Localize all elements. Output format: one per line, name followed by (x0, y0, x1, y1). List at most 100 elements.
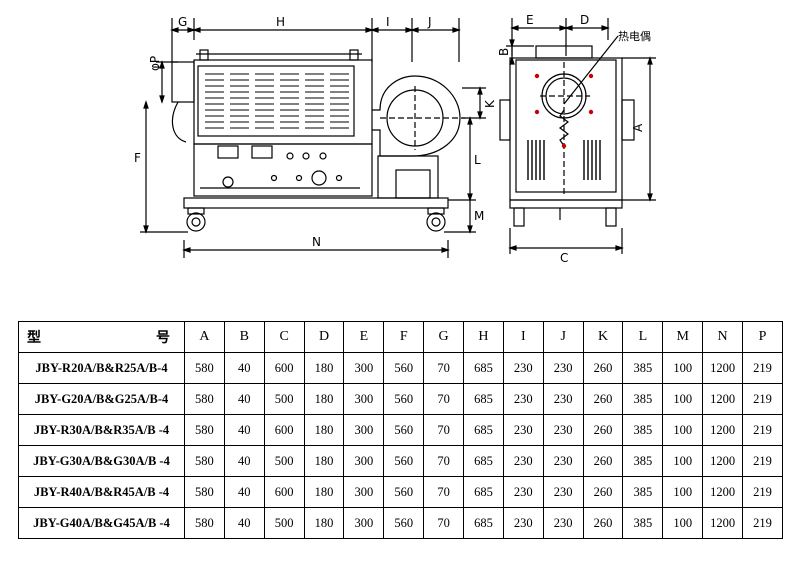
header-cell: E (343, 321, 385, 353)
value-cell-i: 230 (502, 507, 544, 539)
dim-label-b: B (497, 48, 511, 56)
dim-label-a: A (631, 123, 645, 132)
value-cell-n: 1200 (702, 507, 744, 539)
value-cell-j: 230 (542, 445, 584, 477)
value-cell-c: 500 (263, 445, 305, 477)
value-cell-p: 219 (742, 507, 783, 539)
header-cell: L (622, 321, 664, 353)
value-cell-b: 40 (223, 507, 265, 539)
value-cell-m: 100 (662, 414, 704, 446)
value-cell-d: 180 (303, 352, 345, 384)
value-cell-a: 580 (184, 507, 225, 539)
value-cell-l: 385 (622, 352, 664, 384)
value-cell-m: 100 (662, 383, 704, 415)
value-cell-b: 40 (223, 414, 265, 446)
header-cell: K (582, 321, 624, 353)
header-cell: H (463, 321, 504, 353)
dim-label-f: F (134, 151, 141, 165)
value-cell-h: 685 (463, 414, 504, 446)
value-cell-g: 70 (423, 507, 465, 539)
value-cell-c: 600 (263, 476, 305, 508)
dim-label-j: J (427, 15, 432, 29)
value-cell-g: 70 (423, 352, 465, 384)
model-cell: JBY-G30A/B&G30A/B -4 (18, 445, 185, 477)
value-cell-i: 230 (502, 414, 544, 446)
value-cell-n: 1200 (702, 414, 744, 446)
value-cell-p: 219 (742, 352, 783, 384)
header-cell: C (263, 321, 305, 353)
value-cell-p: 219 (742, 383, 783, 415)
value-cell-h: 685 (463, 476, 504, 508)
value-cell-f: 560 (383, 383, 425, 415)
value-cell-j: 230 (542, 476, 584, 508)
value-cell-l: 385 (622, 414, 664, 446)
dim-label-p: φP (148, 56, 162, 71)
thermocouple-label: 热电偶 (618, 30, 651, 43)
value-cell-d: 180 (303, 507, 345, 539)
value-cell-e: 300 (343, 414, 385, 446)
value-cell-e: 300 (343, 383, 385, 415)
technical-drawing: G H I J φP F K L M N E D B A C 热电偶 (134, 13, 656, 265)
table-header-row: 型号 A B C D E F G H I J K L M N P (18, 321, 783, 353)
value-cell-g: 70 (423, 476, 465, 508)
dim-label-d: D (580, 13, 589, 27)
value-cell-f: 560 (383, 476, 425, 508)
value-cell-j: 230 (542, 383, 584, 415)
value-cell-h: 685 (463, 383, 504, 415)
header-cell: G (423, 321, 465, 353)
dim-label-i: I (386, 15, 390, 29)
model-cell: JBY-G20A/B&G25A/B-4 (18, 383, 185, 415)
value-cell-k: 260 (582, 414, 624, 446)
value-cell-k: 260 (582, 507, 624, 539)
value-cell-a: 580 (184, 414, 225, 446)
model-cell: JBY-R30A/B&R35A/B -4 (18, 414, 185, 446)
value-cell-a: 580 (184, 476, 225, 508)
value-cell-g: 70 (423, 414, 465, 446)
header-cell: I (502, 321, 544, 353)
header-cell: D (303, 321, 345, 353)
value-cell-a: 580 (184, 352, 225, 384)
spec-table: 型号 A B C D E F G H I J K L M N P JBY-R20… (18, 321, 783, 539)
dim-label-h: H (276, 15, 285, 29)
value-cell-d: 180 (303, 414, 345, 446)
dim-label-e: E (526, 13, 534, 27)
value-cell-m: 100 (662, 476, 704, 508)
header-model: 型号 (18, 321, 185, 353)
value-cell-c: 500 (263, 507, 305, 539)
header-cell: J (542, 321, 584, 353)
value-cell-d: 180 (303, 383, 345, 415)
value-cell-i: 230 (502, 476, 544, 508)
front-view (140, 18, 486, 258)
value-cell-e: 300 (343, 352, 385, 384)
model-cell: JBY-G40A/B&G45A/B -4 (18, 507, 185, 539)
dim-label-l: L (474, 153, 481, 167)
dim-label-c: C (560, 251, 568, 265)
dim-label-k: K (483, 99, 497, 108)
value-cell-l: 385 (622, 445, 664, 477)
value-cell-g: 70 (423, 445, 465, 477)
value-cell-k: 260 (582, 352, 624, 384)
value-cell-p: 219 (742, 476, 783, 508)
value-cell-m: 100 (662, 507, 704, 539)
value-cell-n: 1200 (702, 383, 744, 415)
value-cell-d: 180 (303, 476, 345, 508)
model-cell: JBY-R40A/B&R45A/B -4 (18, 476, 185, 508)
value-cell-l: 385 (622, 507, 664, 539)
value-cell-m: 100 (662, 352, 704, 384)
value-cell-f: 560 (383, 414, 425, 446)
value-cell-n: 1200 (702, 352, 744, 384)
value-cell-f: 560 (383, 445, 425, 477)
value-cell-a: 580 (184, 383, 225, 415)
value-cell-c: 600 (263, 352, 305, 384)
value-cell-b: 40 (223, 383, 265, 415)
header-cell: F (383, 321, 425, 353)
dim-label-g: G (178, 15, 187, 29)
header-cell: M (662, 321, 704, 353)
value-cell-b: 40 (223, 352, 265, 384)
value-cell-b: 40 (223, 476, 265, 508)
